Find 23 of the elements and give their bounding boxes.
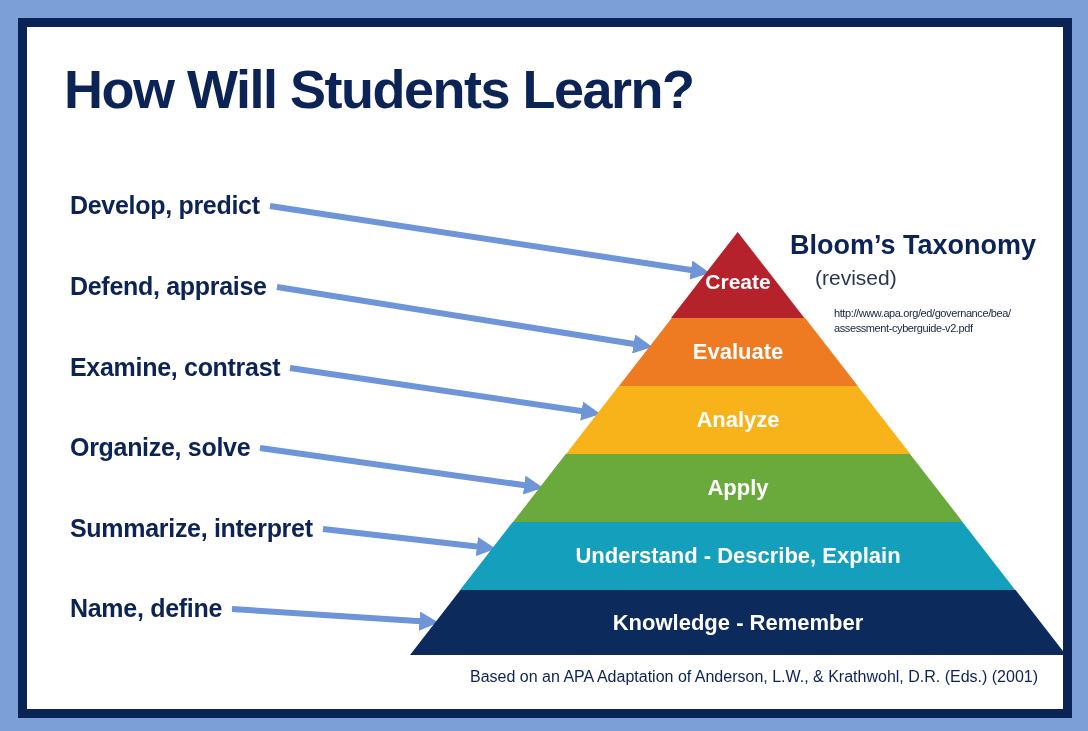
pyramid-tier [565, 386, 911, 454]
caption: Based on an APA Adaptation of Anderson, L.W., & Krathwohl, D.R. (Eds.) (2001) [470, 668, 1039, 686]
source-url: http://www.apa.org/ed/governance/bea/ assessment-cyberguide-v2.pdf [834, 306, 1012, 336]
arrow [289, 365, 601, 421]
tier-label: Create [705, 270, 771, 294]
pyramid-tier [513, 454, 963, 522]
subheading: (revised) [815, 266, 897, 290]
title: How Will Students Learn? [64, 58, 694, 120]
tier-label: Understand - Describe, Explain [575, 543, 901, 569]
tier-label: Evaluate [692, 339, 784, 365]
verb-label: Defend, appraise [70, 271, 267, 301]
arrow [322, 526, 496, 557]
verb-label: Develop, predict [70, 190, 260, 220]
tier-label: Apply [707, 475, 769, 501]
verb-label: Name, define [70, 593, 222, 623]
arrow [276, 284, 653, 354]
tier-label: Analyze [696, 407, 780, 433]
tier-label: Knowledge - Remember [612, 609, 864, 636]
verb-label: Summarize, interpret [70, 513, 313, 543]
taxonomy-heading: Bloom’s Taxonomy [790, 230, 1037, 261]
verb-label: Examine, contrast [70, 352, 281, 382]
pyramid-tier [410, 590, 1066, 655]
verb-label: Organize, solve [70, 432, 251, 462]
